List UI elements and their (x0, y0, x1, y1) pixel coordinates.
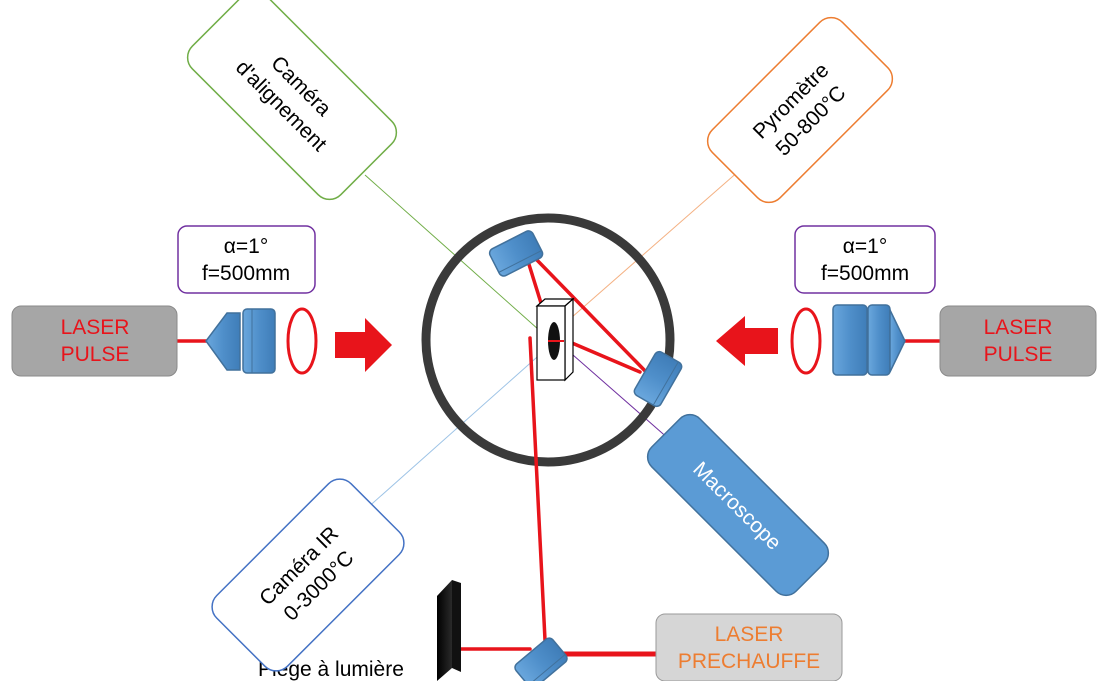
beam-profile-ring-left (286, 307, 318, 375)
light-trap (437, 580, 461, 681)
pyrometer-sightline (554, 169, 741, 333)
beam-right-mirror-to-sample (563, 338, 642, 374)
beam-upper-mirror-to-right-mirror (533, 256, 654, 380)
laser-preheat: LASER PRECHAUFFE (655, 613, 843, 681)
prism-left (205, 312, 241, 371)
laser-pulse-right: LASER PULSE (939, 305, 1097, 377)
camera-ir: Caméra IR 0-3000°C (211, 478, 405, 672)
mirror-right (633, 350, 683, 408)
beam-sample-to-bottom-mirror (528, 336, 548, 662)
light-trap-label: Piège à lumière (258, 658, 404, 681)
arrow-left-to-chamber (335, 318, 392, 372)
lens-right-1 (832, 304, 868, 376)
mirror-bottom (514, 637, 568, 681)
optics-right-angle: α=1° (843, 235, 887, 258)
mirror-upper-left (488, 230, 544, 277)
macroscope: Macroscope (646, 413, 830, 597)
sample-holder (535, 297, 575, 382)
laser-right-label-1: LASER (984, 316, 1053, 339)
laser-preheat-label-1: LASER (715, 623, 784, 646)
lens-left (242, 308, 276, 374)
optics-right-focal: f=500mm (821, 262, 909, 285)
beam-profile-ring-right (790, 307, 822, 375)
beam-expander-right (832, 304, 906, 376)
vacuum-chamber (421, 213, 675, 467)
laser-right-label-2: PULSE (984, 343, 1053, 366)
beam-expander-left (205, 308, 276, 374)
laser-beam-paths (174, 256, 942, 662)
optics-left-focal: f=500mm (202, 262, 290, 285)
optics-label-left: α=1° f=500mm (177, 225, 316, 294)
camera-ir-sightline (364, 349, 546, 511)
laser-preheat-label-2: PRECHAUFFE (678, 650, 820, 673)
pyrometer: Pyromètre 50-800°C (706, 16, 894, 204)
arrow-right-to-chamber (716, 316, 778, 366)
laser-left-label-1: LASER (61, 316, 130, 339)
laser-pulse-left: LASER PULSE (11, 305, 178, 377)
camera-alignment: Caméra d'alignement (186, 0, 398, 201)
macroscope-sightline (564, 347, 671, 441)
optics-left-angle: α=1° (224, 235, 268, 258)
laser-left-label-2: PULSE (61, 343, 130, 366)
optics-label-right: α=1° f=500mm (794, 225, 936, 294)
lens-right-2 (867, 304, 891, 376)
prism-right (889, 309, 906, 373)
